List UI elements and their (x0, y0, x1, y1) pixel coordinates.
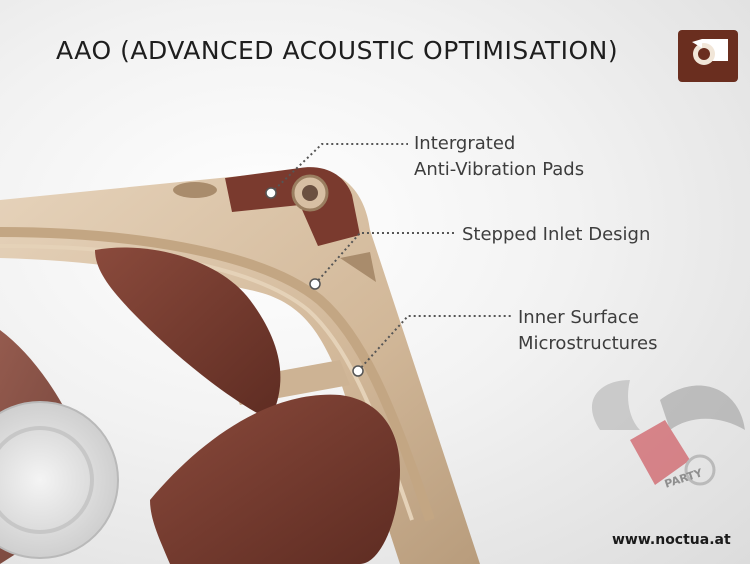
noctua-logo-icon (678, 30, 738, 82)
callout-text: Stepped Inlet Design (462, 224, 651, 245)
callout-text: Inner Surface (518, 307, 639, 328)
fan-frame-ring (0, 227, 435, 522)
fan-hub (0, 401, 119, 559)
pc-party-watermark-icon (591, 380, 745, 486)
footer-url[interactable]: www.noctua.at (612, 532, 731, 548)
callout-text: Microstructures (518, 333, 658, 354)
callout-leader-2 (309, 232, 456, 290)
fan-blade-bottom (150, 394, 400, 564)
callout-leader-1 (265, 143, 408, 199)
callout-inner-surface: Inner Surface Microstructures (518, 305, 658, 357)
callout-stepped-inlet: Stepped Inlet Design (462, 222, 650, 248)
callout-text: Intergrated (414, 133, 516, 154)
callout-anti-vibration-pads: Intergrated Anti-Vibration Pads (414, 131, 584, 183)
page-title: AAO (ADVANCED ACOUSTIC OPTIMISATION) (56, 36, 619, 65)
callout-text: Anti-Vibration Pads (414, 159, 585, 180)
fan-blade-top (95, 247, 281, 420)
callout-leader-3 (352, 315, 512, 377)
